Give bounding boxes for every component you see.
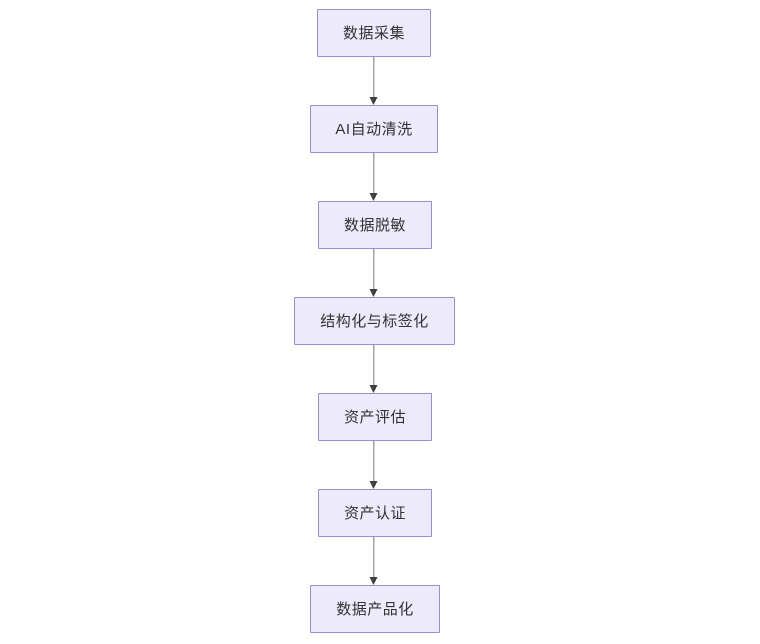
flow-node-label: AI自动清洗 bbox=[335, 120, 413, 138]
edge-line bbox=[373, 345, 375, 386]
edge-line bbox=[373, 249, 375, 290]
edge-line bbox=[373, 57, 375, 98]
flow-node-label: 数据脱敏 bbox=[343, 216, 406, 234]
flow-node-structuring-and-labeling[interactable]: 结构化与标签化 bbox=[294, 297, 455, 345]
edge-line bbox=[373, 153, 375, 194]
flow-node-ai-auto-cleaning[interactable]: AI自动清洗 bbox=[310, 105, 438, 153]
flow-node-asset-evaluation[interactable]: 资产评估 bbox=[318, 393, 432, 441]
arrowhead-icon bbox=[369, 289, 378, 297]
arrowhead-icon bbox=[369, 97, 378, 105]
edge-line bbox=[373, 441, 375, 482]
flow-node-label: 资产评估 bbox=[343, 408, 406, 426]
edge-line bbox=[373, 537, 375, 578]
flow-node-data-productization[interactable]: 数据产品化 bbox=[310, 585, 440, 633]
arrowhead-icon bbox=[369, 193, 378, 201]
arrowhead-icon bbox=[369, 385, 378, 393]
flow-node-label: 结构化与标签化 bbox=[320, 312, 429, 330]
arrowhead-icon bbox=[369, 577, 378, 585]
flow-node-label: 数据产品化 bbox=[336, 600, 414, 618]
flow-node-data-collection[interactable]: 数据采集 bbox=[317, 9, 431, 57]
flow-node-data-desensitization[interactable]: 数据脱敏 bbox=[318, 201, 432, 249]
flow-node-asset-certification[interactable]: 资产认证 bbox=[318, 489, 432, 537]
arrowhead-icon bbox=[369, 481, 378, 489]
flow-node-label: 数据采集 bbox=[342, 24, 405, 42]
flow-node-label: 资产认证 bbox=[343, 504, 406, 522]
